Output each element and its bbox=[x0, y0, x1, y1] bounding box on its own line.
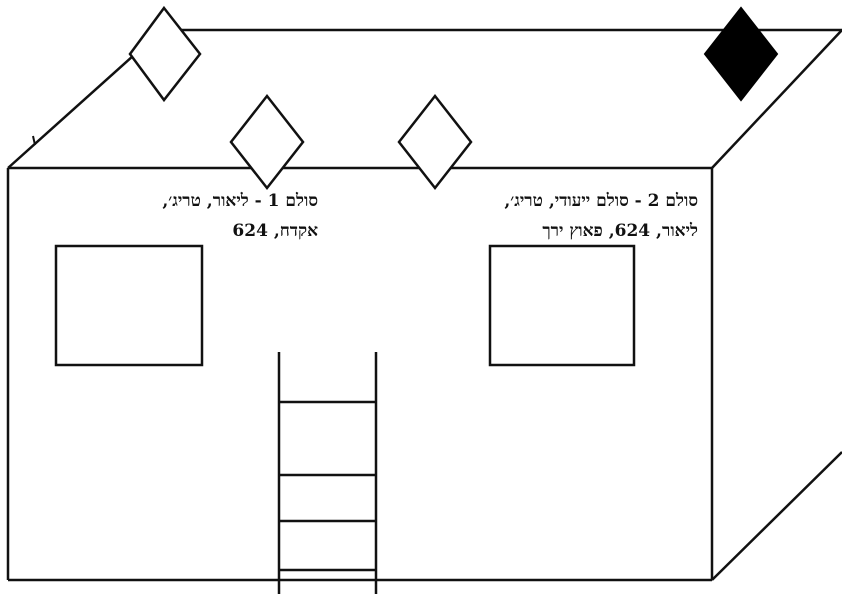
ladder-1-label: סולם 1 - ליאור, טריג׳, אקדח, 624 bbox=[162, 186, 318, 246]
roof-diamond-center-left bbox=[231, 96, 303, 188]
side-bottom-edge bbox=[712, 452, 842, 580]
roof-diamond-right bbox=[705, 8, 777, 100]
ladder-2-label: סולם 2 - סולם ייעודי, טריג׳, ליאור, 624,… bbox=[504, 186, 698, 246]
ladder-1-label-line1: סולם 1 - ליאור, טריג׳, bbox=[162, 186, 318, 216]
window-right bbox=[490, 246, 634, 365]
roof-diamond-center-right bbox=[399, 96, 471, 188]
ladder-2-label-line2: ליאור, 624, פאוץ ירך bbox=[504, 216, 698, 246]
roof-diamond-left bbox=[130, 8, 200, 100]
window-left bbox=[56, 246, 202, 365]
roof-mark bbox=[33, 136, 35, 145]
ladder-1-label-line2: אקדח, 624 bbox=[162, 216, 318, 246]
ladder-2-label-line1: סולם 2 - סולם ייעודי, טריג׳, bbox=[504, 186, 698, 216]
